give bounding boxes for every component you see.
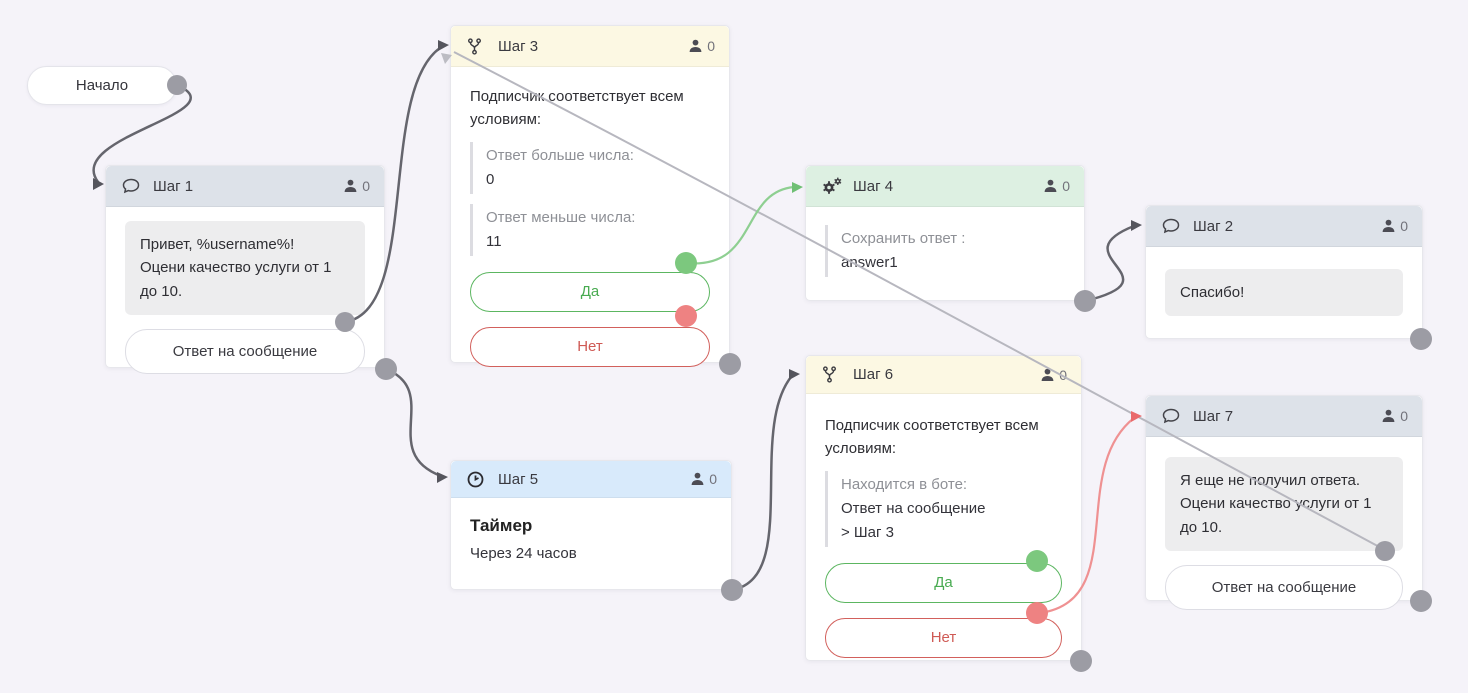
arrowhead <box>789 369 800 380</box>
comment-icon <box>122 177 142 195</box>
subscriber-count-value: 0 <box>707 38 715 54</box>
subscriber-count: 0 <box>691 471 717 487</box>
clock-icon <box>467 470 487 488</box>
condition-label: Находится в боте: <box>841 475 968 493</box>
node-step7-header[interactable]: Шаг 7 0 <box>1146 396 1422 437</box>
subscriber-count: 0 <box>689 38 715 54</box>
node-step7[interactable]: Шаг 7 0 Я еще не получил ответа. Оцени к… <box>1145 395 1423 610</box>
subscriber-count: 0 <box>1044 178 1070 194</box>
arrowhead <box>1131 220 1142 231</box>
user-icon <box>1044 179 1057 192</box>
message-text: Я еще не получил ответа. Оцени качество … <box>1165 457 1403 551</box>
condition-label: Ответ больше числа: <box>486 146 634 164</box>
condition-item: Ответ больше числа: 0 <box>470 141 710 194</box>
yes-button[interactable]: Да <box>825 562 1062 603</box>
arrowhead <box>93 178 104 190</box>
start-node-label: Начало <box>75 77 129 94</box>
comment-icon <box>1162 407 1182 425</box>
condition-intro: Подписчик соответствует всем условиям: <box>470 88 684 129</box>
node-title: Шаг 3 <box>498 37 539 55</box>
arrowhead <box>792 182 803 193</box>
start-node[interactable]: Начало <box>27 66 177 105</box>
action-label: Сохранить ответ : <box>841 230 966 247</box>
node-step5-header[interactable]: Шаг 5 0 <box>451 461 731 498</box>
node-step4-header[interactable]: Шаг 4 0 <box>806 166 1084 207</box>
subscriber-count-value: 0 <box>709 471 717 487</box>
yes-button[interactable]: Да <box>470 271 710 312</box>
node-title: Шаг 4 <box>853 177 894 195</box>
user-icon <box>344 179 357 192</box>
node-step1-header[interactable]: Шаг 1 0 <box>106 166 384 207</box>
subscriber-count-value: 0 <box>1059 366 1067 383</box>
subscriber-count-value: 0 <box>1062 178 1070 194</box>
subscriber-count-value: 0 <box>1400 408 1408 424</box>
no-button[interactable]: Нет <box>825 617 1062 658</box>
user-icon <box>689 39 702 52</box>
user-icon <box>691 472 704 485</box>
message-text: Привет, %username%! Оцени качество услуг… <box>125 221 365 315</box>
subscriber-count: 0 <box>1382 408 1408 424</box>
node-step6[interactable]: Шаг 6 0 Подписчик соответствует всем усл… <box>805 355 1082 661</box>
node-step2-header[interactable]: Шаг 2 0 <box>1146 206 1422 247</box>
condition-value2: > Шаг 3 <box>841 523 894 541</box>
subscriber-count: 0 <box>1041 367 1067 383</box>
subscriber-count: 0 <box>1382 218 1408 234</box>
answer-button[interactable]: Ответ на сообщение <box>125 328 365 374</box>
condition-value: Ответ на сообщение <box>841 499 986 517</box>
node-step1[interactable]: Шаг 1 0 Привет, %username%! Оцени качест… <box>105 165 385 374</box>
condition-value: 0 <box>486 170 495 188</box>
node-title: Шаг 6 <box>853 366 894 383</box>
user-icon <box>1382 409 1395 422</box>
timer-value: Через 24 часов <box>470 545 577 562</box>
user-icon <box>1041 368 1054 381</box>
node-title: Шаг 5 <box>498 470 539 488</box>
comment-icon <box>1162 217 1182 235</box>
node-step2[interactable]: Шаг 2 0 Спасибо! <box>1145 205 1423 339</box>
subscriber-count: 0 <box>344 178 370 194</box>
wire-step4-to-step2 <box>1084 224 1135 303</box>
node-step5[interactable]: Шаг 5 0 Таймер Через 24 часов <box>450 460 732 590</box>
answer-button[interactable]: Ответ на сообщение <box>1165 564 1403 610</box>
node-step3-header[interactable]: Шаг 3 0 <box>451 26 729 67</box>
condition-item: Находится в боте: Ответ на сообщение > Ш… <box>825 470 1062 547</box>
message-text: Спасибо! <box>1165 269 1403 317</box>
condition-value: 11 <box>486 232 502 250</box>
condition-item: Ответ меньше числа: 11 <box>470 203 710 256</box>
arrowhead <box>438 40 449 51</box>
condition-label: Ответ меньше числа: <box>486 208 636 226</box>
branch-icon <box>467 37 487 55</box>
node-step3[interactable]: Шаг 3 0 Подписчик соответствует всем усл… <box>450 25 730 367</box>
user-icon <box>1382 219 1395 232</box>
gears-icon <box>822 177 842 195</box>
node-step4[interactable]: Шаг 4 0 Сохранить ответ : answer1 <box>805 165 1085 301</box>
node-step6-header[interactable]: Шаг 6 0 <box>806 356 1081 394</box>
arrowhead <box>1131 411 1142 422</box>
subscriber-count-value: 0 <box>362 178 370 194</box>
action-value: answer1 <box>841 254 898 271</box>
node-title: Шаг 7 <box>1193 407 1234 425</box>
action-item: Сохранить ответ : answer1 <box>825 225 1065 277</box>
wire-step1-to-step5 <box>385 367 442 478</box>
node-title: Шаг 1 <box>153 177 194 195</box>
timer-title: Таймер <box>470 516 533 535</box>
arrowhead <box>437 472 448 483</box>
wire-step5-to-step6 <box>731 376 792 592</box>
node-title: Шаг 2 <box>1193 217 1234 235</box>
condition-intro: Подписчик соответствует всем условиям: <box>825 417 1039 458</box>
subscriber-count-value: 0 <box>1400 218 1408 234</box>
no-button[interactable]: Нет <box>470 326 710 367</box>
branch-icon <box>822 366 842 384</box>
